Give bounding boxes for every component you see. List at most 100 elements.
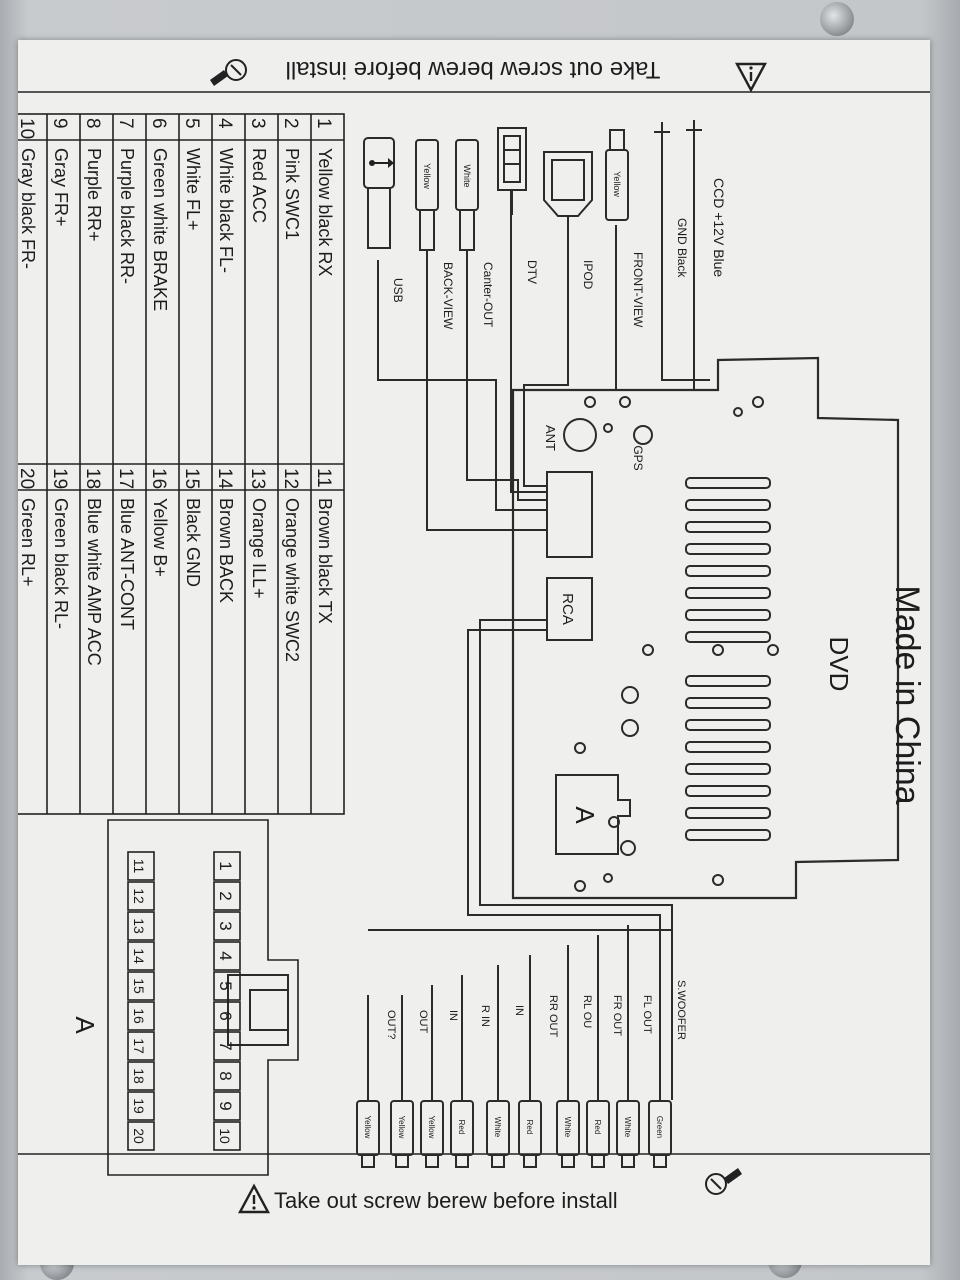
pin-number: 18 xyxy=(82,468,103,489)
socket-a xyxy=(555,774,631,855)
connector-a-pin xyxy=(127,941,155,971)
harness-socket xyxy=(546,471,593,558)
connector-a-pin-number: 12 xyxy=(131,888,147,904)
connector-a-pin-number: 11 xyxy=(131,859,147,874)
connector-a-pin-number: 3 xyxy=(216,921,235,930)
ipod-plug xyxy=(543,151,593,217)
rca-plug-l-in: White xyxy=(486,1100,510,1168)
connector-a-pin xyxy=(213,911,241,941)
pin-description: Green black RL- xyxy=(51,498,71,629)
rca-plug-swoofer: Green xyxy=(648,1100,672,1168)
pin-number: 12 xyxy=(280,468,301,489)
front-view-plug-color: Yellow xyxy=(612,171,622,197)
pin-description: Purple RR+ xyxy=(84,148,104,242)
rca-plugs: Green White Red White Red White Red Yell… xyxy=(356,1100,672,1168)
rca-wiring xyxy=(367,619,673,1100)
rca-label-fr-out: FR OUT xyxy=(611,995,623,1036)
rca-label-r-in: R IN xyxy=(479,1005,491,1027)
ccd-label: CCD +12V Blue xyxy=(711,178,727,277)
connector-a-pin-number: 7 xyxy=(216,1041,235,1050)
connector-a-pin-number: 17 xyxy=(131,1038,147,1054)
rca-plug-fr-out: Red xyxy=(586,1100,610,1168)
gnd-label: GND Black xyxy=(675,218,689,278)
pin-number: 11 xyxy=(313,468,334,488)
pin-description: White FL+ xyxy=(183,148,203,231)
pin-description: Green white BRAKE xyxy=(150,148,170,311)
pin-number: 9 xyxy=(49,118,70,129)
pin-description: White black FL- xyxy=(216,148,236,273)
back-view-label: BACK-VIEW xyxy=(441,262,455,330)
connector-a-pin xyxy=(213,971,241,1001)
screwdriver-icon xyxy=(210,59,247,86)
pin-number: 17 xyxy=(115,468,136,489)
usb-plug xyxy=(363,137,395,249)
pin-number: 4 xyxy=(214,118,235,129)
unit-name: DVD xyxy=(824,637,854,692)
connector-a-pin-number: 19 xyxy=(131,1098,147,1114)
svg-text:Yellow: Yellow xyxy=(397,1116,406,1139)
front-view-plug: Yellow xyxy=(605,129,629,221)
connector-a-pin xyxy=(127,1061,155,1091)
dtv-plug xyxy=(497,127,527,215)
pin-number: 20 xyxy=(18,468,37,489)
rca-plug-fl-out: White xyxy=(616,1100,640,1168)
rca-label-rl-out: RL OU xyxy=(581,995,593,1028)
connector-a-pin xyxy=(127,1121,155,1151)
top-warning-text: Take out screw berew before install xyxy=(286,56,661,83)
pin-description: Red ACC xyxy=(249,148,269,223)
pin-number: 8 xyxy=(82,118,103,129)
pin-description: Orange white SWC2 xyxy=(282,498,302,662)
top-wiring xyxy=(377,158,710,531)
connector-a-pin xyxy=(127,1001,155,1031)
gps-label: GPS xyxy=(631,445,645,470)
connector-a-pin xyxy=(127,851,155,881)
connector-a-pin xyxy=(127,881,155,911)
connector-a-pin-number: 5 xyxy=(216,981,235,990)
pin-number: 14 xyxy=(214,468,235,490)
svg-text:White: White xyxy=(563,1117,572,1138)
svg-text:Red: Red xyxy=(593,1120,602,1135)
connector-a-pin xyxy=(127,1091,155,1121)
rca-plug-rl-out: White xyxy=(556,1100,580,1168)
screwdriver-icon xyxy=(705,1168,742,1195)
rca-label-video-out: OUT xyxy=(417,1010,429,1034)
pin-number: 7 xyxy=(115,118,136,129)
svg-text:Red: Red xyxy=(457,1120,466,1135)
bottom-warning-text: Take out screw berew before install xyxy=(274,1188,618,1213)
svg-text:Green: Green xyxy=(655,1116,664,1138)
rca-plug-video-out: Yellow xyxy=(390,1100,414,1168)
vent-slots-lower xyxy=(685,675,771,841)
pin-number: 15 xyxy=(181,468,202,489)
pin-number: 10 xyxy=(18,118,37,139)
pin-number: 19 xyxy=(49,468,70,489)
pin-description: Purple black RR- xyxy=(117,148,137,284)
connector-a-pin xyxy=(127,971,155,1001)
vent-slots-upper xyxy=(685,477,771,643)
svg-text:White: White xyxy=(623,1117,632,1138)
svg-text:Yellow: Yellow xyxy=(363,1116,372,1139)
pin-number: 13 xyxy=(247,468,268,489)
connector-a-pin-number: 13 xyxy=(131,918,147,934)
pin-description: Black GND xyxy=(183,498,203,587)
rca-label-fl-out: FL OUT xyxy=(641,995,653,1034)
pin-number: 5 xyxy=(181,118,202,129)
pin-description: Yellow B+ xyxy=(150,498,170,577)
connector-a-title: A xyxy=(70,1016,100,1034)
rca-label-rr-out: RR OUT xyxy=(547,995,559,1037)
connector-a-pin xyxy=(127,911,155,941)
ipod-label: IPOD xyxy=(581,260,595,290)
center-out-plug-color: White xyxy=(462,164,472,187)
connector-a-pin xyxy=(213,1061,241,1091)
connector-a-pin-number: 15 xyxy=(131,978,147,994)
mounting-screw-top xyxy=(820,2,854,36)
dtv-label: DTV xyxy=(525,260,539,284)
center-out-label: Canter-OUT xyxy=(481,262,495,328)
socket-a-label: A xyxy=(570,806,600,824)
svg-text:White: White xyxy=(493,1117,502,1138)
pin-number: 16 xyxy=(148,468,169,489)
wiring-label: Take out screw berew before install Take… xyxy=(18,40,930,1265)
pin-number: 2 xyxy=(280,118,301,129)
connector-a-pin xyxy=(213,1001,241,1031)
